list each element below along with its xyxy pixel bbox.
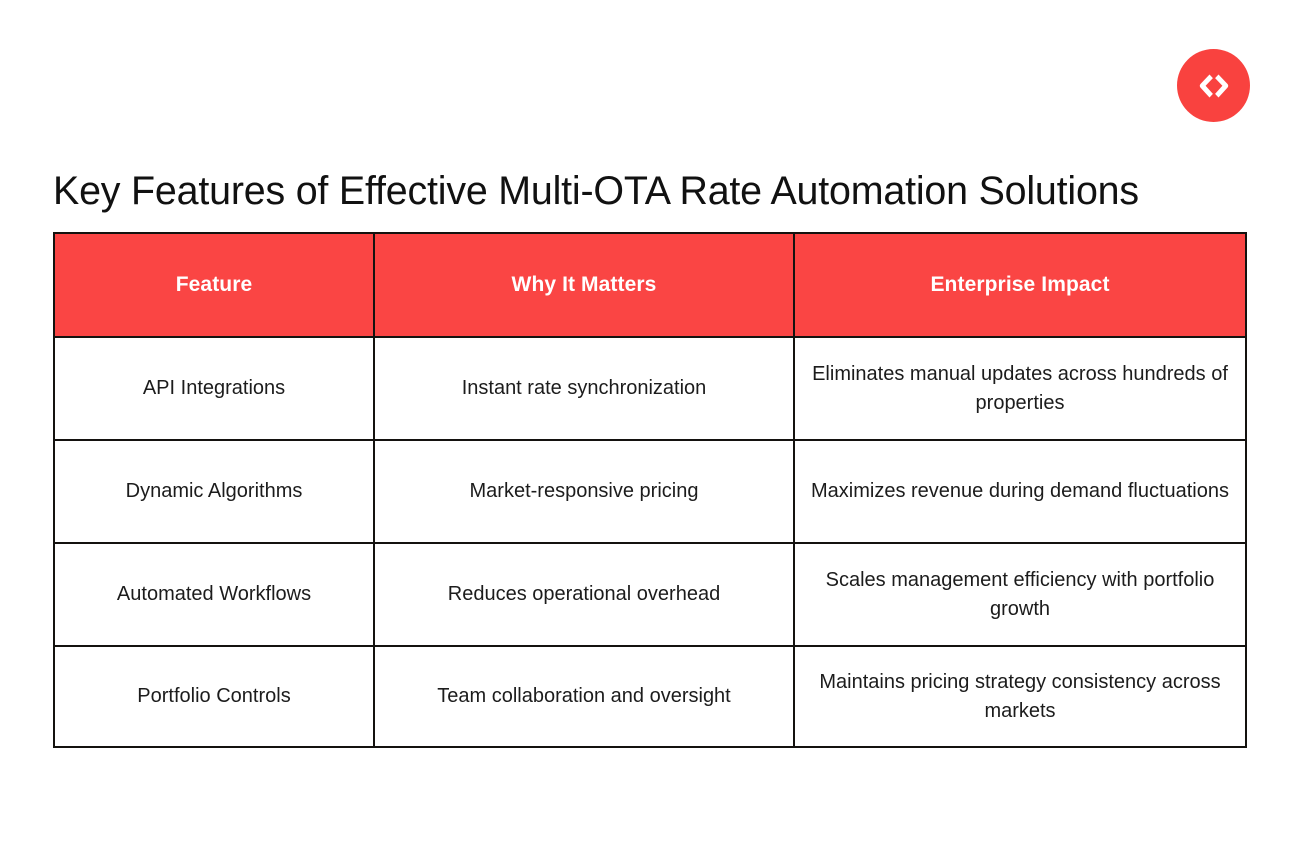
table-row: Dynamic Algorithms Market-responsive pri… xyxy=(53,439,1247,544)
table-row: Automated Workflows Reduces operational … xyxy=(53,542,1247,647)
cell-why-it-matters: Market-responsive pricing xyxy=(373,439,795,544)
column-header-enterprise-impact: Enterprise Impact xyxy=(793,232,1247,338)
cell-enterprise-impact: Scales management efficiency with portfo… xyxy=(793,542,1247,647)
cell-feature: API Integrations xyxy=(53,336,375,441)
table-row: API Integrations Instant rate synchroniz… xyxy=(53,336,1247,441)
cell-enterprise-impact: Maintains pricing strategy consistency a… xyxy=(793,645,1247,748)
code-brackets-icon xyxy=(1177,49,1250,122)
feature-table: Feature Why It Matters Enterprise Impact… xyxy=(53,232,1247,748)
cell-feature: Automated Workflows xyxy=(53,542,375,647)
column-header-why-it-matters: Why It Matters xyxy=(373,232,795,338)
table-header-row: Feature Why It Matters Enterprise Impact xyxy=(53,232,1247,338)
column-header-feature: Feature xyxy=(53,232,375,338)
table-row: Portfolio Controls Team collaboration an… xyxy=(53,645,1247,748)
brand-logo xyxy=(1177,49,1250,122)
cell-why-it-matters: Instant rate synchronization xyxy=(373,336,795,441)
cell-why-it-matters: Reduces operational overhead xyxy=(373,542,795,647)
cell-feature: Portfolio Controls xyxy=(53,645,375,748)
feature-table-container: Feature Why It Matters Enterprise Impact… xyxy=(53,232,1247,748)
table-body: API Integrations Instant rate synchroniz… xyxy=(53,336,1247,748)
table-header: Feature Why It Matters Enterprise Impact xyxy=(53,232,1247,338)
cell-feature: Dynamic Algorithms xyxy=(53,439,375,544)
cell-enterprise-impact: Eliminates manual updates across hundred… xyxy=(793,336,1247,441)
page-title: Key Features of Effective Multi-OTA Rate… xyxy=(53,168,1139,213)
cell-why-it-matters: Team collaboration and oversight xyxy=(373,645,795,748)
cell-enterprise-impact: Maximizes revenue during demand fluctuat… xyxy=(793,439,1247,544)
